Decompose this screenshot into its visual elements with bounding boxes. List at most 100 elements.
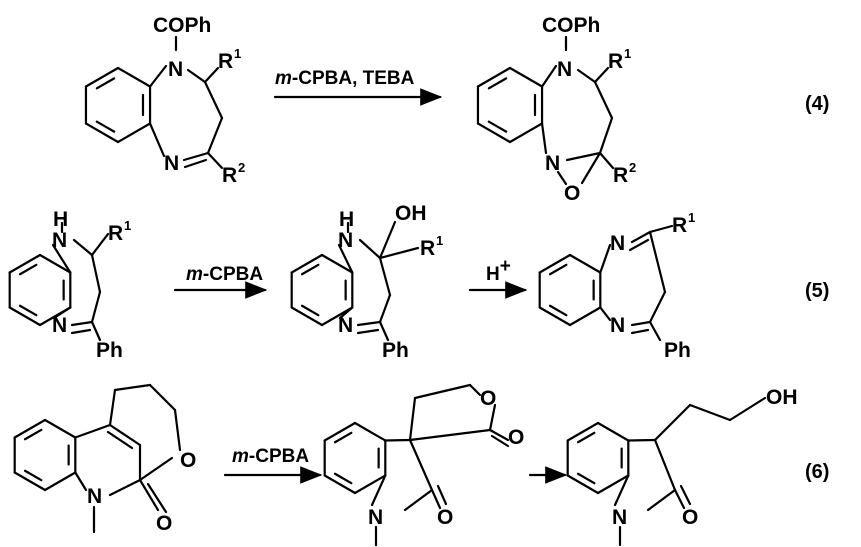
equation-number: (5) bbox=[805, 280, 829, 302]
bond bbox=[540, 64, 558, 88]
bond bbox=[182, 151, 210, 162]
bond bbox=[113, 383, 152, 392]
aromatic-double-bond bbox=[23, 469, 43, 482]
benzene-ring bbox=[538, 253, 572, 274]
aromatic-double-bond bbox=[95, 120, 116, 133]
benzene-ring bbox=[538, 306, 572, 327]
bond bbox=[186, 68, 207, 84]
double-bond bbox=[183, 158, 208, 169]
equation-number: (6) bbox=[805, 461, 829, 483]
bond bbox=[148, 122, 166, 158]
epoxide-bond bbox=[556, 170, 568, 186]
double-bond bbox=[679, 484, 692, 506]
r1-label: R bbox=[420, 237, 435, 260]
bond bbox=[203, 66, 220, 84]
double-bond bbox=[356, 328, 380, 335]
atom-o: O bbox=[564, 182, 580, 205]
atom-o: O bbox=[508, 426, 524, 449]
bond bbox=[173, 408, 182, 452]
r1-sup: 1 bbox=[624, 46, 631, 61]
reagent-italic: m bbox=[186, 264, 203, 285]
bond bbox=[565, 151, 602, 162]
atom-h: H bbox=[339, 208, 354, 231]
aromatic-double-bond bbox=[300, 263, 320, 276]
benzene-ring bbox=[43, 471, 77, 492]
bond bbox=[646, 488, 677, 512]
atom-n: N bbox=[52, 229, 67, 252]
double-bond bbox=[436, 484, 448, 506]
benzene-ring bbox=[116, 122, 152, 144]
reagent-label: m-CPBA bbox=[232, 446, 309, 467]
bond bbox=[378, 246, 420, 260]
bond bbox=[630, 320, 652, 327]
oh-label: OH bbox=[766, 386, 798, 409]
aromatic-double-bond bbox=[23, 428, 43, 441]
atom-n: N bbox=[168, 58, 183, 81]
reagent-italic: m bbox=[232, 446, 249, 467]
atom-n: N bbox=[545, 152, 560, 175]
reaction6-intermediate: N O O O bbox=[368, 387, 524, 529]
bond bbox=[598, 151, 615, 170]
acid-sup: + bbox=[500, 256, 511, 277]
bond bbox=[72, 238, 94, 257]
acyl-label: COPh bbox=[153, 14, 211, 37]
atom-n: N bbox=[338, 314, 353, 337]
benzene-ring bbox=[320, 253, 354, 274]
bond bbox=[108, 423, 142, 447]
r1-label: R bbox=[672, 214, 687, 237]
aromatic-double-bond bbox=[548, 263, 568, 276]
reaction5-product: N R 1 N Ph bbox=[610, 210, 695, 362]
bond bbox=[148, 64, 168, 88]
bond bbox=[90, 290, 102, 324]
benzene-ring bbox=[38, 253, 72, 274]
bond bbox=[370, 474, 387, 507]
r1-label: R bbox=[608, 50, 623, 73]
acid-label: H+ bbox=[486, 256, 511, 285]
bond bbox=[488, 403, 497, 432]
benzene-ring bbox=[13, 471, 47, 492]
bond bbox=[413, 383, 472, 400]
bond bbox=[613, 474, 630, 507]
benzene-ring bbox=[84, 66, 120, 88]
atom-n: N bbox=[557, 58, 572, 81]
atom-n: N bbox=[368, 506, 383, 529]
aromatic-double-bond bbox=[18, 304, 38, 317]
bond bbox=[203, 80, 224, 120]
bond bbox=[593, 80, 614, 120]
atom-o: O bbox=[156, 512, 172, 535]
bond bbox=[598, 116, 614, 155]
benzene-ring bbox=[290, 253, 324, 274]
reagent-italic: m bbox=[275, 68, 292, 89]
benzene-ring bbox=[8, 306, 42, 327]
atom-n: N bbox=[52, 314, 67, 337]
bond bbox=[576, 68, 597, 84]
bond bbox=[630, 230, 652, 244]
ph-label: Ph bbox=[382, 339, 409, 362]
reaction4-reactant: COPh N R 1 N R 2 bbox=[153, 14, 245, 187]
bond bbox=[108, 478, 142, 497]
r2-sup: 2 bbox=[629, 160, 636, 175]
atom-o: O bbox=[480, 387, 496, 410]
benzene-ring bbox=[290, 306, 324, 327]
bond bbox=[90, 253, 102, 294]
bond bbox=[378, 256, 392, 297]
reaction5-reactant: H N R 1 N Ph bbox=[52, 208, 131, 362]
benzene-ring bbox=[116, 66, 152, 88]
bond bbox=[206, 151, 224, 170]
atom-o: O bbox=[180, 449, 196, 472]
aromatic-double-bond bbox=[487, 120, 508, 133]
aromatic-double-bond bbox=[487, 77, 508, 90]
bond bbox=[408, 396, 417, 442]
r2-label: R bbox=[222, 164, 237, 187]
bond bbox=[90, 320, 102, 342]
bond bbox=[408, 428, 492, 442]
reagent-rest: -CPBA, TEBA bbox=[292, 68, 415, 89]
aromatic-double-bond bbox=[300, 304, 320, 317]
benzene-ring bbox=[353, 474, 387, 495]
atom-h: H bbox=[53, 208, 68, 231]
acyl-label: COPh bbox=[542, 14, 600, 37]
epoxide-bond bbox=[580, 151, 602, 185]
double-bond bbox=[70, 328, 92, 335]
bond bbox=[70, 320, 94, 327]
